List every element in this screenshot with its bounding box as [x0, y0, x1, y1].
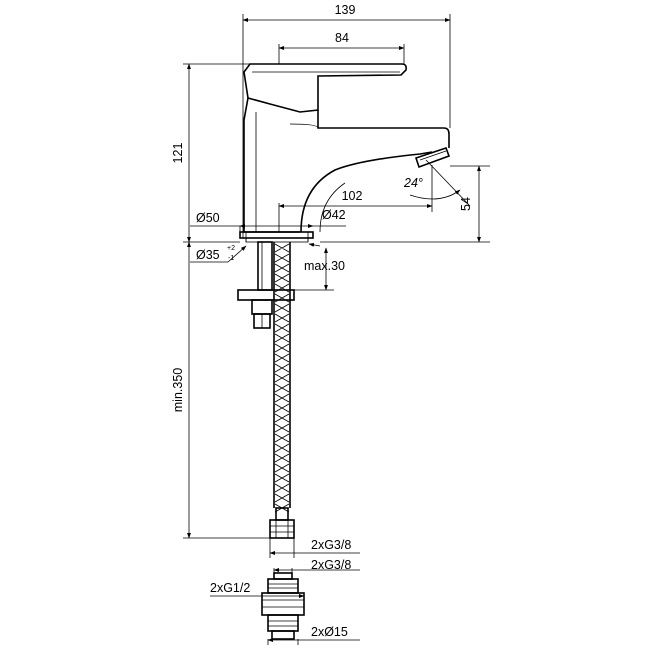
- overall-width-label: 139: [335, 3, 356, 17]
- lever-handle: [243, 63, 407, 113]
- adapter-thread-top-label: 2xG3/8: [311, 558, 351, 572]
- hole-diameter-label: Ø35: [196, 248, 220, 262]
- braided-hose: [269, 242, 295, 539]
- hose-nut: [269, 519, 295, 539]
- min-hose-length-label: min.350: [171, 368, 185, 413]
- fixing-nut: [251, 299, 273, 315]
- body-outline: [243, 97, 300, 233]
- base-plate: [239, 231, 314, 239]
- adapter-thread-bottom-label: 2xG1/2: [210, 581, 250, 595]
- base-diameter-label: Ø50: [196, 211, 220, 225]
- spout-outlet-diameter-label: Ø42: [322, 208, 346, 222]
- hole-tolerance-minus: -1: [228, 255, 234, 262]
- spout-top: [317, 110, 450, 148]
- compression-size-label: 2xØ15: [311, 625, 348, 639]
- hose-thread-label: 2xG3/8: [311, 538, 351, 552]
- lever-width-label: 84: [335, 31, 349, 45]
- dimension-lines: [183, 14, 490, 645]
- aerator: [414, 146, 451, 169]
- outlet-height-label: 54: [459, 197, 473, 211]
- dimension-labels: 139 84 121 102 24° 54 Ø50 Ø42 Ø35 +2 -1 …: [171, 3, 473, 639]
- fixing-bracket: [237, 289, 295, 301]
- max-deck-thickness-label: max.30: [304, 259, 345, 273]
- hose-ferrule: [275, 507, 289, 521]
- reach-label: 102: [342, 189, 363, 203]
- mounting-assembly: [237, 241, 295, 329]
- spout-angle-label: 24°: [403, 176, 423, 190]
- threaded-stud: [257, 241, 273, 291]
- thread-adapter: [261, 572, 305, 640]
- hole-tolerance-plus: +2: [227, 245, 235, 252]
- overall-height-label: 121: [171, 143, 185, 164]
